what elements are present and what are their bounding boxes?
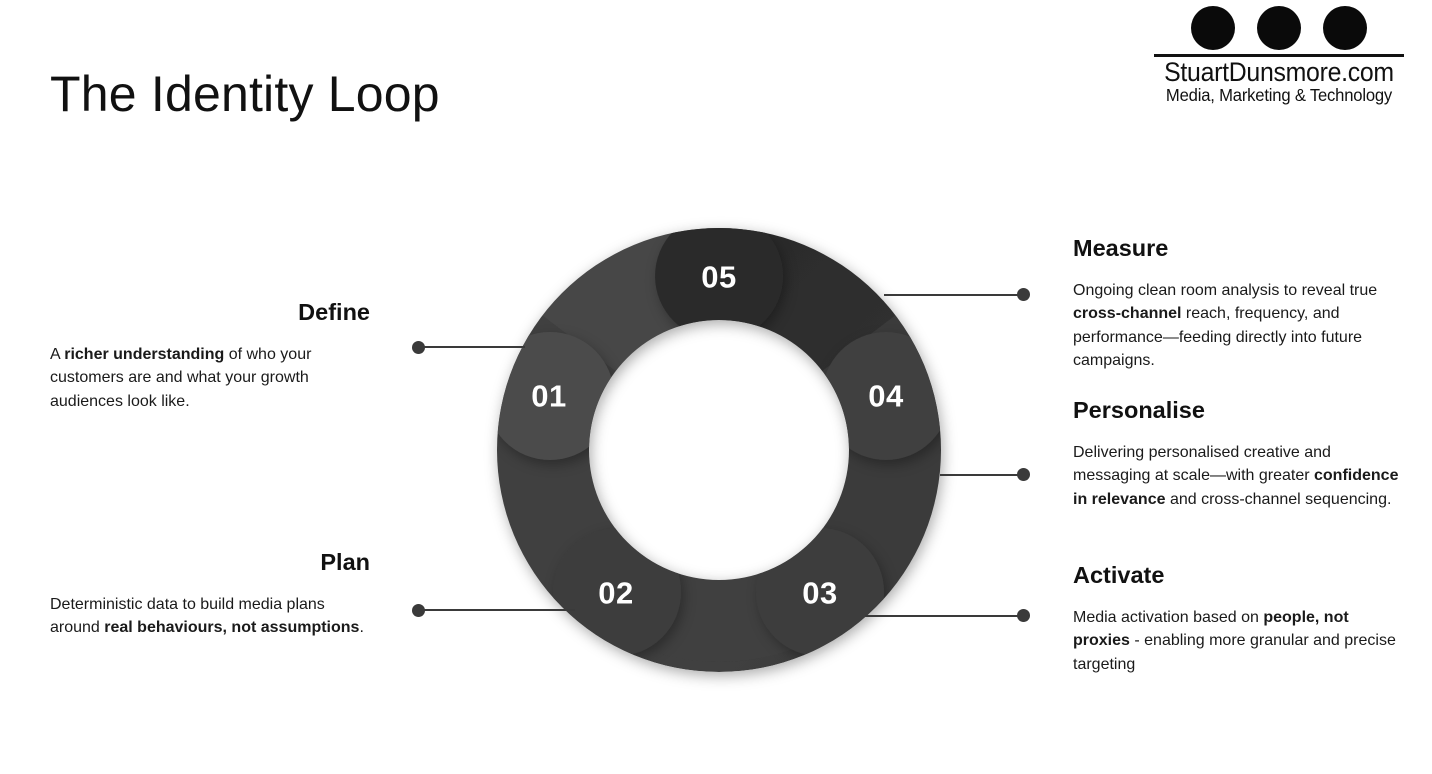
callout-body-activate: Media activation based on people, not pr… — [1073, 606, 1403, 676]
callout-measure: Measure Ongoing clean room analysis to r… — [1073, 234, 1403, 372]
callout-heading-plan: Plan — [320, 549, 370, 575]
logo-dot-icon — [1191, 6, 1235, 50]
measure-body-bold: cross-channel — [1073, 305, 1182, 323]
connector-line-plan — [419, 609, 575, 611]
measure-body-post: reach, frequency, and performance—feedin… — [1073, 305, 1363, 369]
page-title: The Identity Loop — [50, 66, 440, 122]
activate-body-pre: Media activation based on — [1073, 609, 1264, 627]
connector-dot-plan — [412, 604, 425, 617]
connector-dot-define — [412, 341, 425, 354]
connector-dot-activate — [1017, 609, 1030, 622]
callout-heading-define: Define — [298, 299, 370, 325]
plan-body-bold: real behaviours, not assumptions — [104, 619, 360, 637]
logo-dots-group — [1154, 6, 1404, 50]
callout-plan: Plan Deterministic data to build media p… — [50, 548, 370, 640]
logo-divider — [1154, 54, 1404, 57]
badge-05 — [655, 212, 783, 340]
plan-body-post: . — [359, 619, 364, 637]
connector-line-define — [419, 346, 525, 348]
personalise-body-pre: Delivering personalised creative and mes… — [1073, 444, 1331, 485]
logo-dot-icon — [1323, 6, 1367, 50]
personalise-body-bold: confidence in relevance — [1073, 467, 1399, 508]
callout-body-plan: Deterministic data to build media plans … — [50, 593, 370, 639]
callout-personalise: Personalise Delivering personalised crea… — [1073, 396, 1403, 511]
callout-body-personalise: Delivering personalised creative and mes… — [1073, 441, 1403, 511]
step-number-05: 05 — [701, 260, 736, 295]
identity-loop-donut: 05 04 03 02 01 — [480, 211, 960, 691]
callout-define: Define A richer understanding of who you… — [50, 298, 370, 413]
callout-body-define: A richer understanding of who your custo… — [50, 343, 370, 413]
activate-body-post: - enabling more granular and precise tar… — [1073, 632, 1396, 673]
logo-dot-icon — [1257, 6, 1301, 50]
step-number-01: 01 — [531, 379, 566, 414]
plan-body-pre: Deterministic data to build media plans … — [50, 596, 325, 637]
donut-svg: 05 04 03 02 01 — [480, 212, 960, 672]
activate-body-bold: people, not proxies — [1073, 609, 1349, 650]
personalise-body-post: and cross-channel sequencing. — [1165, 490, 1392, 508]
define-body-bold: richer understanding — [64, 346, 225, 364]
brand-logo: StuartDunsmore.com Media, Marketing & Te… — [1154, 6, 1404, 118]
badge-04 — [822, 332, 950, 460]
callout-heading-measure: Measure — [1073, 235, 1169, 261]
step-number-03: 03 — [802, 576, 837, 611]
measure-body-pre: Ongoing clean room analysis to reveal tr… — [1073, 282, 1378, 300]
define-body-pre: A — [50, 346, 65, 364]
connector-line-activate — [865, 615, 1024, 617]
callout-heading-activate: Activate — [1073, 562, 1165, 588]
step-number-04: 04 — [868, 379, 904, 414]
callout-activate: Activate Media activation based on peopl… — [1073, 561, 1403, 676]
connector-line-personalise — [940, 474, 1024, 476]
step-number-02: 02 — [598, 576, 633, 611]
logo-tagline: Media, Marketing & Technology — [1165, 85, 1393, 106]
connector-line-measure — [884, 294, 1024, 296]
connector-dot-measure — [1017, 288, 1030, 301]
callout-body-measure: Ongoing clean room analysis to reveal tr… — [1073, 279, 1403, 372]
badge-02 — [553, 528, 681, 656]
define-body-post: of who your customers are and what your … — [50, 346, 312, 410]
badge-03 — [756, 528, 884, 656]
callout-heading-personalise: Personalise — [1073, 397, 1205, 423]
badge-01 — [486, 332, 614, 460]
logo-name: StuartDunsmore.com — [1164, 57, 1394, 87]
connector-dot-personalise — [1017, 468, 1030, 481]
